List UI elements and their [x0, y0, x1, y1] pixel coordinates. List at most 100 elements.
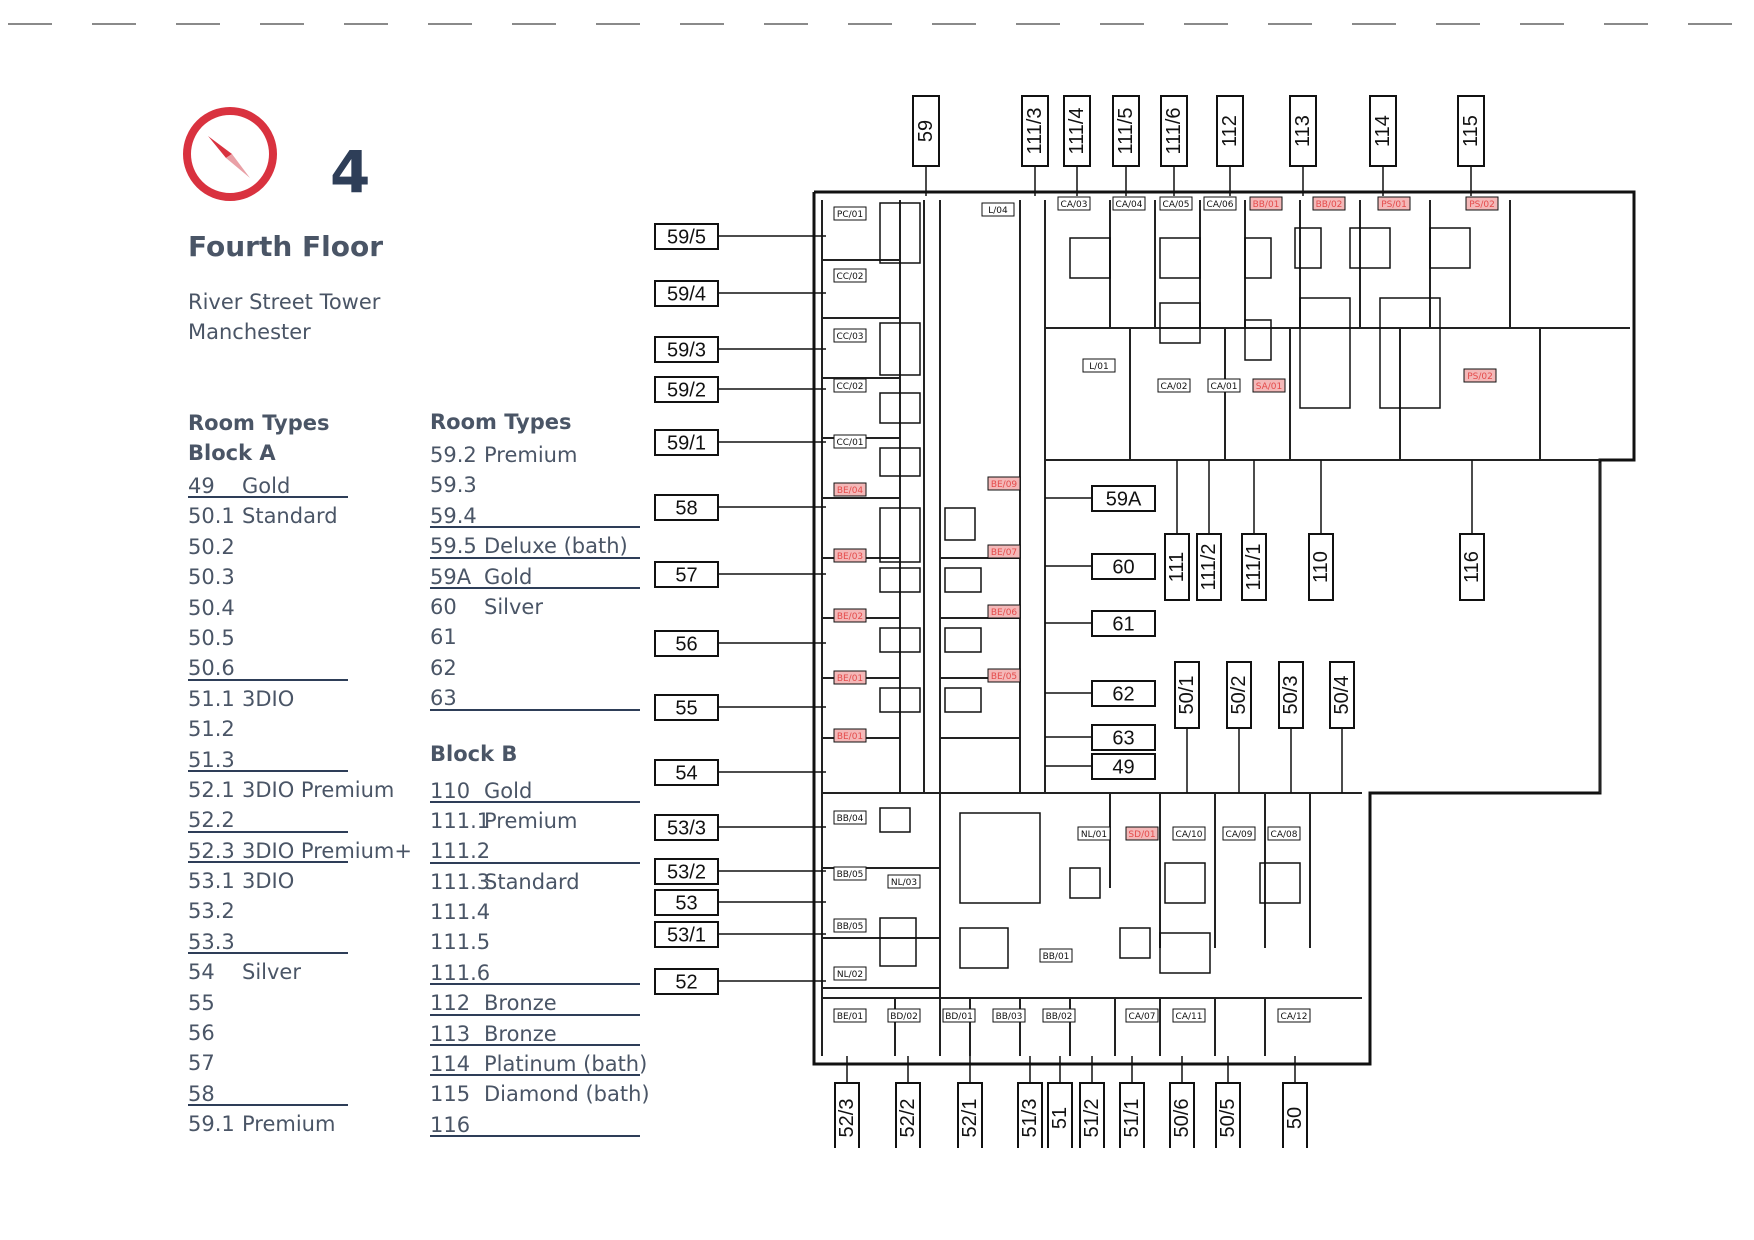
- room-code: 59.4: [430, 503, 477, 528]
- room-code: 116: [430, 1112, 471, 1137]
- room-type-row: 111.3Standard: [430, 867, 650, 897]
- room-code-box: [833, 328, 867, 343]
- room-type: 3DIO: [242, 686, 295, 711]
- room-label-tag: 59A: [1045, 485, 1156, 512]
- room-code-label: SD/01: [1128, 830, 1155, 840]
- room-label-text: 59A: [1106, 489, 1142, 511]
- room-label-tag: 115: [1457, 95, 1485, 196]
- room-code-label: BB/01: [1043, 952, 1070, 962]
- room-label-text: 61: [1112, 614, 1134, 636]
- room-label-tag: 111/2: [1196, 460, 1222, 601]
- room-code-label: CA/01: [1211, 382, 1238, 392]
- room-label-tag: 62: [1045, 680, 1156, 707]
- room-code: 51.2: [188, 717, 235, 742]
- block-b-heading: Block B: [430, 741, 518, 766]
- label-box: [654, 336, 719, 363]
- room-code: 51.3: [188, 747, 235, 772]
- room-code-box: [1077, 826, 1111, 841]
- room-label-tag: 61: [1045, 610, 1156, 637]
- room-code-label: SA/01: [1256, 382, 1283, 392]
- room-code: 113: [430, 1021, 471, 1046]
- room-code-label: BE/05: [991, 672, 1017, 682]
- room-code: 52.3: [188, 838, 235, 863]
- room-type: 3DIO Premium+: [242, 838, 412, 863]
- room-code-label: CA/04: [1116, 200, 1143, 210]
- room-label-text: 58: [675, 498, 697, 520]
- room-code-label: CA/03: [1061, 200, 1088, 210]
- room-code-box: [1157, 378, 1191, 393]
- room-label-tag: 51: [1047, 1056, 1073, 1148]
- label-box: [654, 494, 719, 521]
- room-code-box: [833, 918, 867, 933]
- room-code-box: [833, 966, 867, 981]
- room-label-tag: 111/4: [1063, 95, 1091, 196]
- room-code: 49: [188, 474, 215, 498]
- room-code-label: CA/02: [1161, 382, 1188, 392]
- room-type: Standard: [242, 504, 338, 529]
- room-label-text: 53: [675, 893, 697, 915]
- room-label-tag: 110: [1308, 460, 1334, 601]
- room-label-text: 60: [1112, 557, 1134, 579]
- room-type-row: 50.2: [188, 532, 412, 562]
- room-label-text: 53/1: [667, 925, 706, 947]
- room-label-text: 56: [675, 634, 697, 656]
- room-label-tag: 53/1: [654, 921, 826, 948]
- room-types-heading: Room Types: [430, 410, 572, 434]
- room-type-row: 62: [430, 653, 650, 683]
- label-box: [834, 1082, 860, 1148]
- room-type: Premium: [484, 808, 578, 833]
- room-label-tag: 63: [1045, 724, 1156, 751]
- room-code-box: [1377, 196, 1411, 211]
- room-code-box: [1203, 196, 1237, 211]
- room-label-tag: 111/5: [1112, 95, 1140, 196]
- room-code-label: CC/03: [836, 332, 863, 342]
- room-label-text: 111/1: [1243, 543, 1265, 590]
- room-type-row: 51.1 3DIO: [188, 684, 412, 714]
- room-code: 111.1: [430, 808, 491, 833]
- room-label-text: 111/5: [1115, 107, 1137, 154]
- room-code: 111.2: [430, 839, 491, 864]
- room-code-label: CA/11: [1176, 1012, 1203, 1022]
- room-label-tag: 111/3: [1021, 95, 1049, 196]
- room-label-tag: 50/1: [1174, 661, 1200, 793]
- room-code-box: [1172, 826, 1206, 841]
- label-box: [1459, 533, 1485, 601]
- room-code: 51.1: [188, 686, 235, 711]
- left-room-labels: 59/559/459/359/259/1585756555453/353/253…: [654, 223, 826, 995]
- room-code-label: BE/07: [991, 548, 1017, 558]
- room-label-text: 50/6: [1171, 1099, 1193, 1138]
- room-code: 111.4: [430, 900, 491, 925]
- room-label-text: 62: [1112, 684, 1134, 706]
- room-label-text: 51/1: [1121, 1099, 1143, 1138]
- room-label-tag: 51/1: [1119, 1056, 1145, 1148]
- room-code-box: [987, 604, 1021, 619]
- room-code-label: BE/01: [837, 674, 863, 684]
- room-type: Silver: [242, 960, 301, 985]
- room-label-tag: 53/3: [654, 814, 826, 841]
- room-code: 63: [430, 686, 457, 711]
- room-type-row: 51.3: [188, 745, 412, 775]
- room-code-box: [887, 874, 921, 889]
- room-code-box: [1172, 1008, 1206, 1023]
- room-label-tag: 52: [654, 968, 826, 995]
- room-type-row: 111.5: [430, 927, 650, 957]
- label-box: [1289, 95, 1317, 167]
- label-box: [654, 561, 719, 588]
- room-label-tag: 55: [654, 694, 826, 721]
- room-code: 111.3: [430, 869, 491, 894]
- room-code-label: CA/06: [1207, 200, 1234, 210]
- label-box: [895, 1082, 921, 1148]
- address-line-1: River Street Tower: [188, 290, 381, 314]
- room-label-tag: 59/5: [654, 223, 826, 250]
- label-box: [1226, 661, 1252, 729]
- room-code-box: [1112, 196, 1146, 211]
- room-label-tag: 50/6: [1169, 1056, 1195, 1148]
- room-code-label: BB/02: [1316, 200, 1343, 210]
- room-code-label: CA/09: [1226, 830, 1253, 840]
